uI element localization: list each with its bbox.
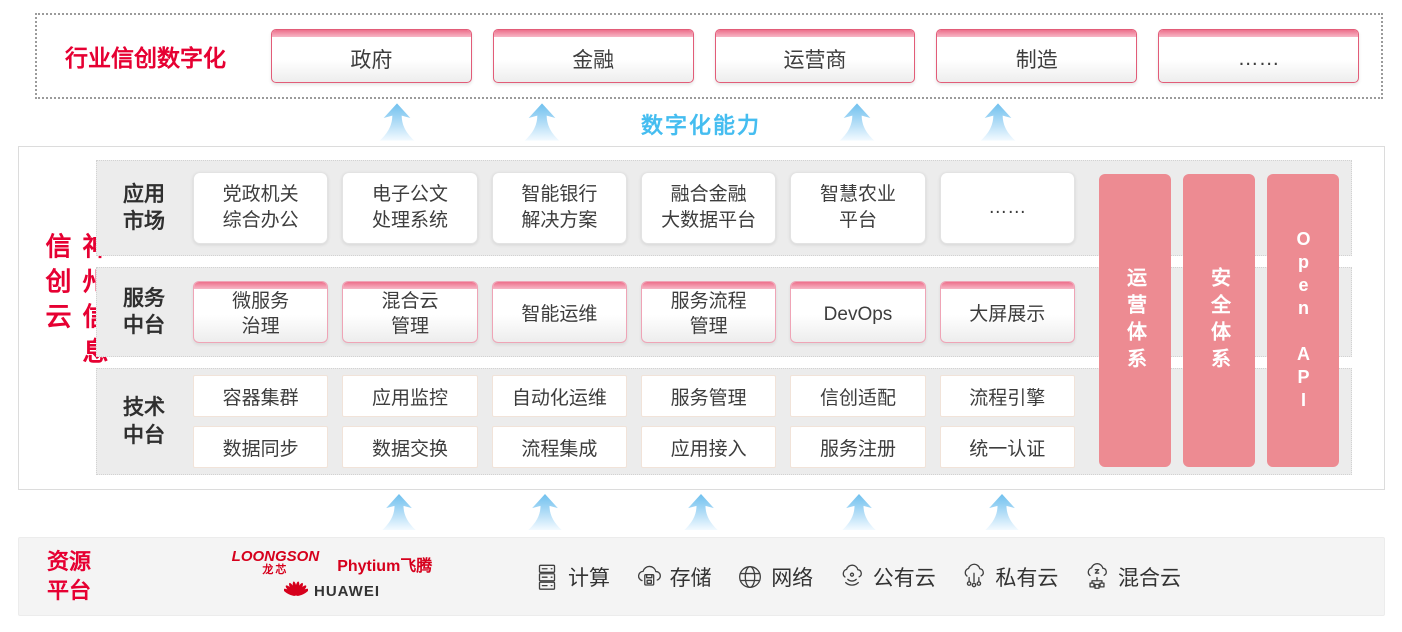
resource-item-hybrid-cloud: 混合云 [1082,562,1181,592]
private-cloud-icon [965,563,985,587]
resource-item-label: 存储 [669,566,712,590]
vendor-logos: LOONGSON 龙芯 Phytium飞腾 [197,549,467,603]
service-card-label: 智能运维 [521,303,598,325]
app-card: 智能银行 解决方案 [491,172,627,244]
industry-section-title: 行业信创数字化 [65,45,226,71]
resource-items: 计算 存储 网络 [532,562,1181,592]
loongson-logo: LOONGSON 龙芯 [232,549,320,576]
loongson-cn-label: 龙芯 [262,564,289,577]
service-card: 大屏展示 [939,281,1075,343]
app-market-cards: 党政机关 综合办公 电子公文 处理系统 智能银行 解决方案 融合金融 大数据平台… [193,172,1075,244]
resource-item-compute: 计算 [532,562,610,592]
compute-icon [538,564,556,590]
phytium-logo: Phytium飞腾 [337,558,433,576]
up-arrow-icon [379,494,419,530]
industry-card-government: 政府 [271,29,472,83]
service-platform-label: 服务 中台 [123,286,165,337]
service-card: DevOps [790,281,926,343]
industry-section: 行业信创数字化 政府 金融 运营商 制造 …… [35,13,1383,99]
app-card: 智慧农业 平台 [790,172,926,244]
public-cloud-icon [842,564,862,586]
app-card-label: …… [988,197,1027,219]
resource-platform-label: 资源 平台 [47,548,92,603]
service-card-label: 服务流程 管理 [670,291,747,337]
tech-card: 数据交换 [342,426,478,468]
service-card-label: 大屏展示 [969,303,1046,325]
tech-card: 服务注册 [790,426,926,468]
pillar-security-system: 安全体系 [1183,174,1255,467]
up-arrow-icon [681,494,721,530]
tech-card: 自动化运维 [491,375,627,417]
resource-item-network: 网络 [735,562,813,592]
tech-card: 数据同步 [193,426,329,468]
service-card: 微服务 治理 [193,281,329,343]
tech-card: 流程集成 [491,426,627,468]
tech-card: 服务管理 [640,375,777,417]
service-card-label: DevOps [823,303,893,325]
service-card: 服务流程 管理 [640,281,777,343]
app-card-more: …… [939,172,1075,244]
app-card-label: 智慧农业 平台 [819,184,896,231]
service-card: 智能运维 [491,281,627,343]
up-arrow-icon [839,494,879,530]
resource-item-storage: 存储 [634,562,712,592]
industry-card-more: …… [1158,29,1359,83]
tech-cards-top: 容器集群 应用监控 自动化运维 服务管理 信创适配 流程引擎 [193,375,1075,417]
up-arrow-icon [982,494,1022,530]
resource-item-label: 网络 [771,566,814,590]
app-market-label: 应用 市场 [123,182,165,233]
hybrid-cloud-icon [1087,562,1107,589]
service-card-label: 混合云 管理 [381,291,439,337]
tech-card: 信创适配 [790,375,926,417]
platform-box: 神州信息信创云 应用 市场 党政机关 综合办公 电子公文 处理系统 智能银行 解… [18,146,1385,490]
tech-card: 应用监控 [342,375,478,417]
huawei-wordmark: HUAWEI [314,583,380,601]
huawei-flower-icon [284,581,308,596]
resource-item-label: 私有云 [995,566,1059,590]
tech-card: 容器集群 [193,375,329,417]
app-card-label: 融合金融 大数据平台 [661,184,757,231]
huawei-logo: HUAWEI [284,580,380,604]
digital-capability-label: 数字化能力 [640,113,761,138]
resource-platform-section: 资源 平台 LOONGSON 龙芯 Phytium飞腾 [18,537,1385,616]
tech-platform-label: 技术 中台 [123,396,165,447]
app-card: 融合金融 大数据平台 [640,172,777,244]
tech-card: 流程引擎 [939,375,1075,417]
app-card: 电子公文 处理系统 [342,172,478,244]
pillar-open-api: Open API [1267,174,1339,467]
service-card-label: 微服务 治理 [232,291,290,337]
up-arrow-icon [525,494,565,530]
industry-cards: 政府 金融 运营商 制造 …… [271,29,1359,83]
pillar-label: 运营体系 [1123,266,1146,375]
service-platform-cards: 微服务 治理 混合云 管理 智能运维 服务流程 管理 DevOps 大屏展示 [193,281,1075,343]
pillar-label: Open API [1293,228,1314,413]
app-card: 党政机关 综合办公 [193,172,329,244]
app-card-label: 党政机关 综合办公 [222,184,299,231]
pillar-operation-system: 运营体系 [1099,174,1171,467]
pillar-label: 安全体系 [1207,266,1230,375]
industry-card-manufacturing: 制造 [936,29,1138,83]
resource-item-public-cloud: 公有云 [837,562,936,592]
resource-item-private-cloud: 私有云 [959,562,1058,592]
tech-platform-cards: 容器集群 应用监控 自动化运维 服务管理 信创适配 流程引擎 数据同步 数据交换… [193,375,1075,468]
tech-card: 应用接入 [640,426,777,468]
industry-card-operator: 运营商 [714,29,916,83]
tech-card: 统一认证 [939,426,1075,468]
network-icon [739,565,762,588]
loongson-wordmark: LOONGSON [231,548,320,566]
resource-item-label: 公有云 [872,566,936,590]
resource-item-label: 计算 [568,566,610,590]
resource-item-label: 混合云 [1117,566,1181,590]
storage-icon [637,565,661,586]
service-card: 混合云 管理 [342,281,478,343]
app-card-label: 智能银行 解决方案 [521,184,598,231]
tech-cards-bottom: 数据同步 数据交换 流程集成 应用接入 服务注册 统一认证 [193,426,1075,468]
industry-card-finance: 金融 [492,29,694,83]
app-card-label: 电子公文 处理系统 [371,184,448,231]
